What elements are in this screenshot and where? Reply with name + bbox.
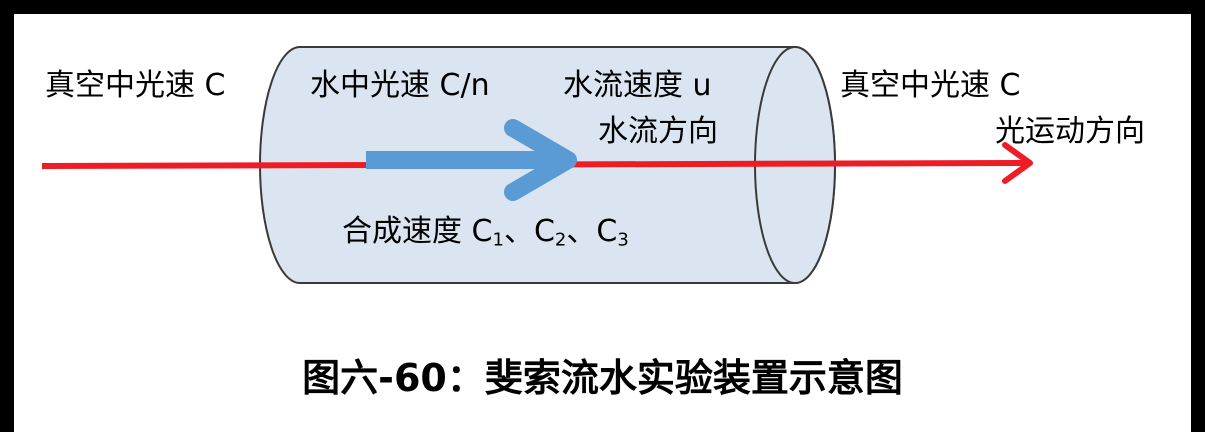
flow-arrow-head [504,119,577,201]
label-flow-speed: 水流速度 u [563,68,712,103]
label-flow-direction: 水流方向 [598,114,718,149]
label-vacuum-speed-left: 真空中光速 C [45,68,226,103]
label-vacuum-speed-right: 真空中光速 C [840,68,1021,103]
c2-symbol: C2 [533,214,567,251]
c1-symbol: C1 [471,214,504,251]
combined-speed-prefix: 合成速度 [342,214,472,249]
light-ray-arrowhead [1002,142,1033,184]
label-combined-speed: 合成速度 C1、C2、C3 [342,214,629,251]
label-water-light-speed: 水中光速 C/n [310,68,490,103]
c3-symbol: C3 [596,214,629,251]
label-light-direction: 光运动方向 [995,114,1145,149]
figure-caption: 图六-60：斐索流水实验装置示意图 [302,356,903,400]
